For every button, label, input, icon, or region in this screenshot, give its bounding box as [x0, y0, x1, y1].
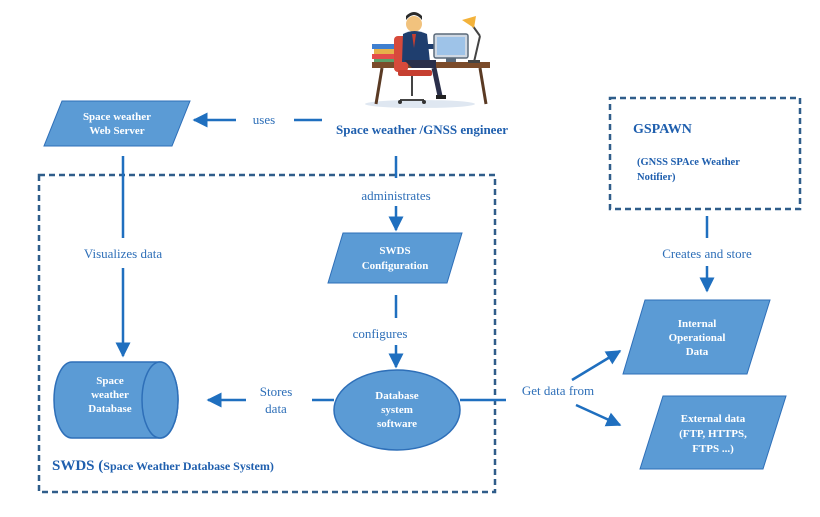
external-line3: FTPS ...)	[692, 443, 734, 455]
engineer-label: Space weather /GNSS engineer	[336, 122, 508, 137]
database-line3: Database	[88, 403, 132, 415]
internal-line2: Operational	[669, 332, 726, 344]
gspawn-line2: Notifier)	[637, 172, 676, 183]
engineer-illustration	[365, 12, 490, 108]
external-line1: External data	[681, 413, 746, 425]
creates-label: Creates and store	[662, 246, 752, 261]
get-internal-arrow	[571, 349, 622, 382]
external-line2: (FTP, HTTPS,	[679, 428, 747, 440]
internal-line1: Internal	[678, 318, 717, 330]
uses-label: uses	[253, 112, 275, 127]
visualizes-label: Visualizes data	[84, 246, 163, 261]
internal-data-node[interactable]: Internal Operational Data	[622, 299, 771, 375]
configures-label: configures	[353, 326, 408, 341]
swds-config-line2: Configuration	[362, 260, 429, 272]
administrates-label: administrates	[361, 188, 430, 203]
stores-label-2: data	[265, 401, 287, 416]
swds-boundary	[37, 173, 497, 494]
database-line2: weather	[91, 389, 129, 401]
db-software-line3: software	[377, 418, 417, 430]
lamp-icon	[473, 35, 481, 63]
web-server-node[interactable]: Space weather Web Server	[43, 100, 191, 147]
swds-title: SWDS (Space Weather Database System)	[52, 458, 274, 474]
db-software-line2: system	[381, 404, 413, 416]
gspawn-line1: (GNSS SPAce Weather	[637, 157, 740, 168]
swds-config-line1: SWDS	[379, 245, 410, 257]
get-external-arrow	[575, 403, 622, 427]
person-icon	[406, 16, 422, 32]
gspawn-title: GSPAWN	[633, 122, 692, 137]
database-node[interactable]: Space weather Database	[53, 361, 179, 439]
internal-line3: Data	[686, 346, 709, 358]
swds-title-main: SWDS (	[52, 458, 103, 474]
gspawn-boundary	[608, 96, 802, 211]
swds-configuration-node[interactable]: SWDS Configuration	[327, 232, 463, 284]
swds-title-sub: Space Weather Database System)	[103, 459, 274, 473]
database-software-node[interactable]: Database system software	[333, 369, 461, 451]
db-software-line1: Database	[375, 390, 419, 402]
get-data-label: Get data from	[522, 383, 594, 398]
external-data-node[interactable]: External data (FTP, HTTPS, FTPS ...)	[639, 395, 787, 470]
web-server-line2: Web Server	[89, 125, 144, 137]
web-server-line1: Space weather	[83, 111, 151, 123]
stores-label-1: Stores	[260, 384, 293, 399]
database-line1: Space	[96, 375, 124, 387]
